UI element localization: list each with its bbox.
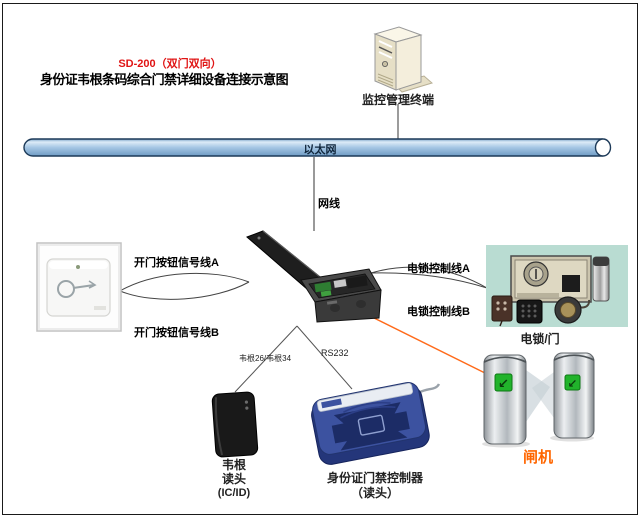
diagram-title: 身份证韦根条码综合门禁详细设备连接示意图 — [39, 72, 289, 87]
wiegand-reader-image — [211, 391, 259, 458]
turnstile-pillar-left: ↙ — [483, 354, 527, 445]
ethernet-bus-pipe — [23, 138, 603, 157]
curve-exit-button-line-a — [119, 272, 250, 292]
model-title: SD-200（双门双向） — [118, 58, 222, 70]
id-reader-label-line2: （读头） — [350, 486, 399, 500]
wiegand-reader-label-line1: 韦根 — [221, 458, 246, 472]
exit-button-image — [36, 242, 122, 332]
line-controller-to-wiegand-reader — [234, 325, 298, 393]
wiegand-line-label: 韦根26/韦根34 — [239, 354, 292, 363]
curve-lock-line-a — [370, 266, 488, 289]
turnstile-arrow-icon: ↙ — [498, 376, 509, 391]
electric-lock-graphic — [491, 255, 610, 327]
curve-lock-line-b — [370, 272, 488, 289]
network-cable-label: 网线 — [318, 198, 340, 210]
ethernet-label: 以太网 — [303, 144, 337, 156]
rs232-line-label: RS232 — [321, 348, 349, 358]
lock-line-b-label: 电锁控制线B — [407, 306, 470, 318]
controller-box-image — [246, 230, 382, 323]
exit-button-line-b-label: 开门按钮信号线B — [134, 327, 219, 339]
curve-exit-button-line-b — [119, 281, 250, 300]
id-reader-label-line1: 身份证门禁控制器 — [326, 471, 423, 485]
exit-button-line-a-label: 开门按钮信号线A — [134, 257, 219, 269]
server-label: 监控管理终端 — [361, 93, 434, 107]
electric-lock-photo — [486, 245, 628, 327]
line-controller-to-turnstile — [355, 308, 490, 376]
turnstile-pillar-right: ↙ — [553, 352, 595, 439]
turnstile-flap-right — [532, 372, 554, 418]
turnstile-image: ↙ ↙ — [482, 352, 595, 448]
wiegand-reader-label: 韦根 读头 (IC/ID) — [204, 458, 264, 500]
wiegand-reader-label-line2: 读头 — [221, 472, 246, 486]
lock-line-a-label: 电锁控制线A — [407, 263, 470, 275]
id-reader-label: 身份证门禁控制器 （读头） — [312, 471, 438, 501]
lock-label: 电锁/门 — [520, 332, 560, 346]
turnstile-arrow-icon: ↙ — [568, 379, 578, 391]
ethernet-pipe-endcap — [594, 138, 612, 157]
turnstile-label: 闸机 — [522, 449, 553, 466]
id-reader-image — [311, 382, 441, 465]
line-controller-to-id-reader — [296, 325, 353, 390]
server-icon — [373, 26, 434, 93]
wiegand-reader-label-line3: (IC/ID) — [217, 487, 251, 499]
